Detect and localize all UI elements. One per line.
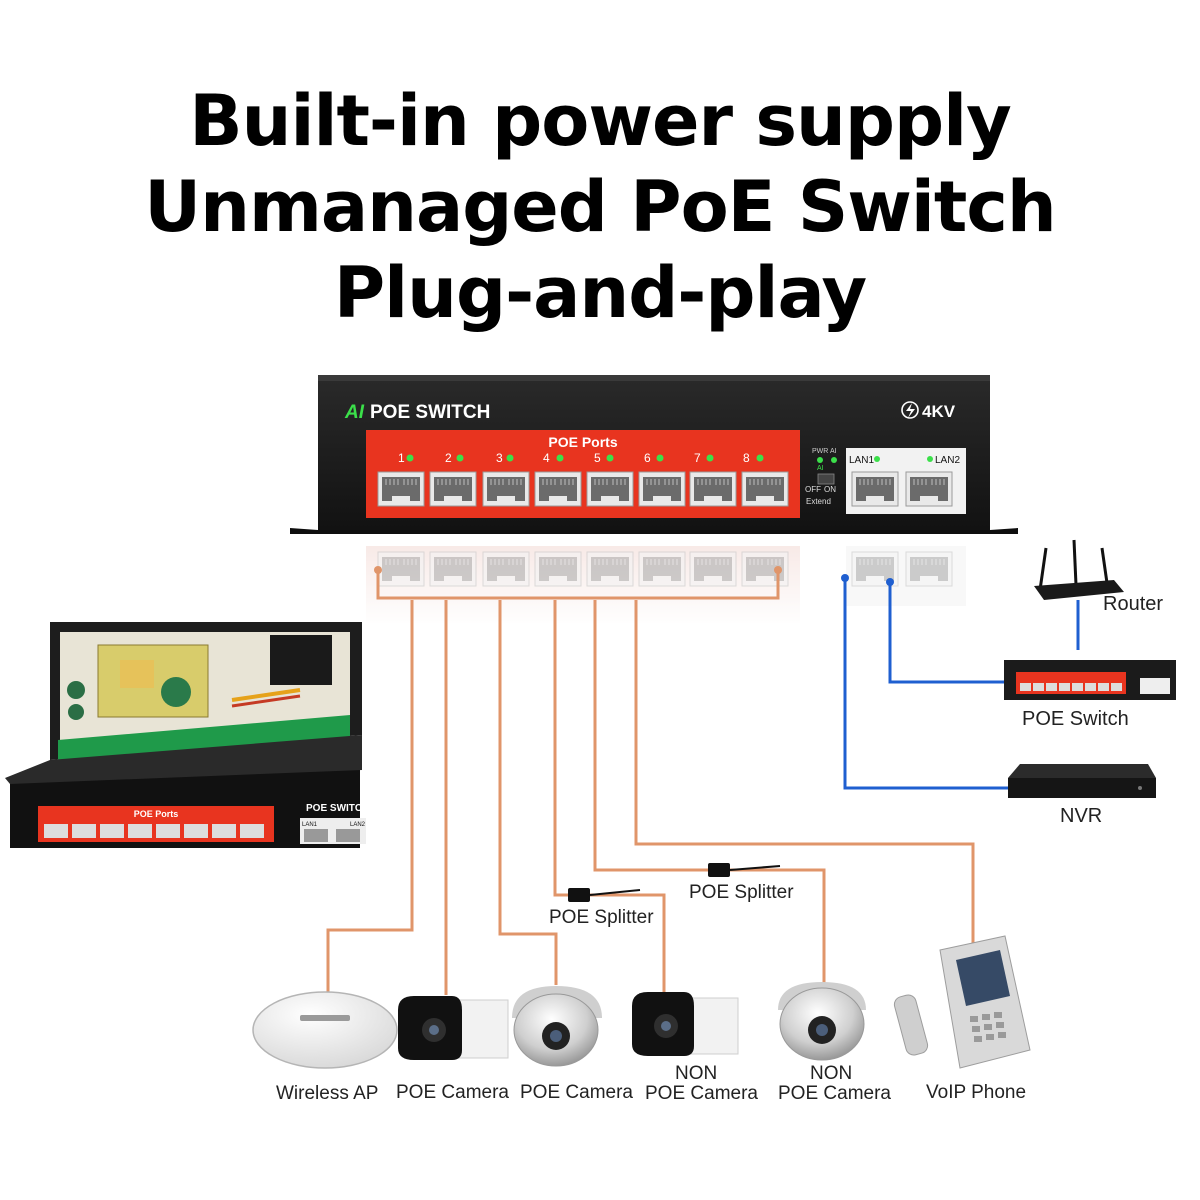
headline-line-2: Unmanaged PoE Switch — [144, 166, 1056, 248]
poe-camera-1: POE Camera — [396, 996, 509, 1103]
nvr-icon — [1008, 778, 1156, 798]
surge-rating: 4KV — [922, 402, 956, 421]
nvr: NVR — [1008, 764, 1156, 827]
poe-splitter-2: POE Splitter — [689, 863, 794, 903]
poe-splitter-label: POE Splitter — [689, 882, 794, 903]
lan-cables — [843, 578, 1080, 790]
poe-cables — [326, 568, 975, 1000]
non-poe-camera-1-label-line1: NON — [675, 1063, 717, 1084]
rj45-port-icon — [638, 471, 686, 507]
lightning-icon — [901, 401, 919, 419]
voip-phone: VoIP Phone — [893, 935, 1031, 1103]
cable-to-non-poe-camera-1 — [553, 600, 666, 995]
cable-to-nvr — [843, 578, 1008, 790]
rj45-port-icon — [482, 471, 530, 507]
cable-to-poe-camera-2 — [498, 600, 558, 985]
cable-to-non-poe-camera-2 — [593, 600, 826, 985]
cutaway-brand-name: POE SWITCH — [306, 803, 369, 814]
poe-splitter-label: POE Splitter — [549, 907, 654, 928]
splitter-icon — [708, 863, 730, 877]
headline-line-1: Built-in power supply — [189, 80, 1011, 162]
non-poe-camera-1: NON POE Camera — [632, 992, 758, 1104]
non-poe-camera-1-label-line2: POE Camera — [645, 1083, 758, 1104]
wireless-ap-icon — [252, 991, 398, 1069]
cable-to-wireless-ap — [326, 600, 414, 1000]
cutaway-lan2-label: LAN2 — [350, 822, 366, 828]
ai-led — [831, 457, 837, 463]
port-number: 1 — [398, 451, 405, 465]
nvr-label: NVR — [1060, 805, 1102, 827]
non-poe-camera-2: NON POE Camera — [778, 982, 891, 1104]
rj45-port-icon — [534, 471, 582, 507]
extend-dip-switch — [817, 473, 835, 485]
mode-on-label: ON — [824, 485, 836, 494]
poe-camera-1-label: POE Camera — [396, 1082, 509, 1103]
switch-brand-name: POE SWITCH — [370, 402, 490, 423]
router-label: Router — [1103, 593, 1163, 615]
lan1-label: LAN1 — [849, 455, 874, 466]
mode-off-label: OFF — [805, 485, 821, 494]
rj45-port-icon — [689, 471, 737, 507]
non-poe-camera-2-label-line1: NON — [810, 1063, 852, 1084]
lan1-port-icon — [851, 471, 899, 507]
headline-line-3: Plug-and-play — [333, 252, 867, 334]
power-socket — [270, 635, 332, 685]
lan2-port-icon — [905, 471, 953, 507]
pwr-led — [817, 457, 823, 463]
port-number: 2 — [445, 451, 452, 465]
port-number: 5 — [594, 451, 601, 465]
poe-splitter-1: POE Splitter — [549, 888, 654, 928]
cutaway-ports-banner: POE Ports — [134, 809, 179, 819]
port-number: 7 — [694, 451, 701, 465]
cutaway-switch: POE Ports POE SWITCH LAN1 LAN2 — [5, 622, 369, 848]
lan2-label: LAN2 — [935, 455, 960, 466]
router-icon — [1034, 580, 1124, 600]
ai-mode-label: AI — [817, 465, 824, 472]
rj45-port-icon — [586, 471, 634, 507]
non-poe-camera-2-label-line2: POE Camera — [778, 1083, 891, 1104]
poe-camera-2: POE Camera — [512, 986, 633, 1103]
port-number: 6 — [644, 451, 651, 465]
cutaway-lan1-label: LAN1 — [302, 822, 318, 828]
cable-to-voip-phone — [634, 600, 975, 950]
pwr-indicator-label: PWR — [812, 448, 828, 455]
port-number: 8 — [743, 451, 750, 465]
cable-to-downstream-switch — [888, 582, 1005, 684]
downstream-poe-switch: POE Switch — [1004, 660, 1176, 730]
wireless-ap: Wireless AP — [252, 991, 398, 1104]
poe-ports-banner: POE Ports — [548, 434, 617, 450]
splitter-icon — [568, 888, 590, 902]
wireless-ap-label: Wireless AP — [276, 1083, 378, 1104]
rj45-port-icon — [429, 471, 477, 507]
port-leds — [406, 454, 764, 462]
switch-brand-prefix: AI — [344, 402, 365, 423]
lightning-bolt-icon — [906, 403, 915, 418]
main-poe-switch: AI POE SWITCH 4KV POE Ports 1 2 3 4 5 6 … — [290, 375, 1018, 534]
rj45-port-icon — [741, 471, 789, 507]
poe-switch-label: POE Switch — [1022, 708, 1129, 730]
rj45-port-icon — [377, 471, 425, 507]
ai-indicator-label: AI — [830, 448, 837, 455]
port-number: 3 — [496, 451, 503, 465]
router: Router — [1034, 539, 1163, 615]
poe-camera-2-label: POE Camera — [520, 1082, 633, 1103]
poe-port-numbers: 1 2 3 4 5 6 7 8 — [398, 451, 750, 465]
switch-reflection — [366, 546, 966, 624]
extend-label: Extend — [806, 497, 831, 506]
voip-phone-label: VoIP Phone — [926, 1082, 1026, 1103]
port-number: 4 — [543, 451, 550, 465]
